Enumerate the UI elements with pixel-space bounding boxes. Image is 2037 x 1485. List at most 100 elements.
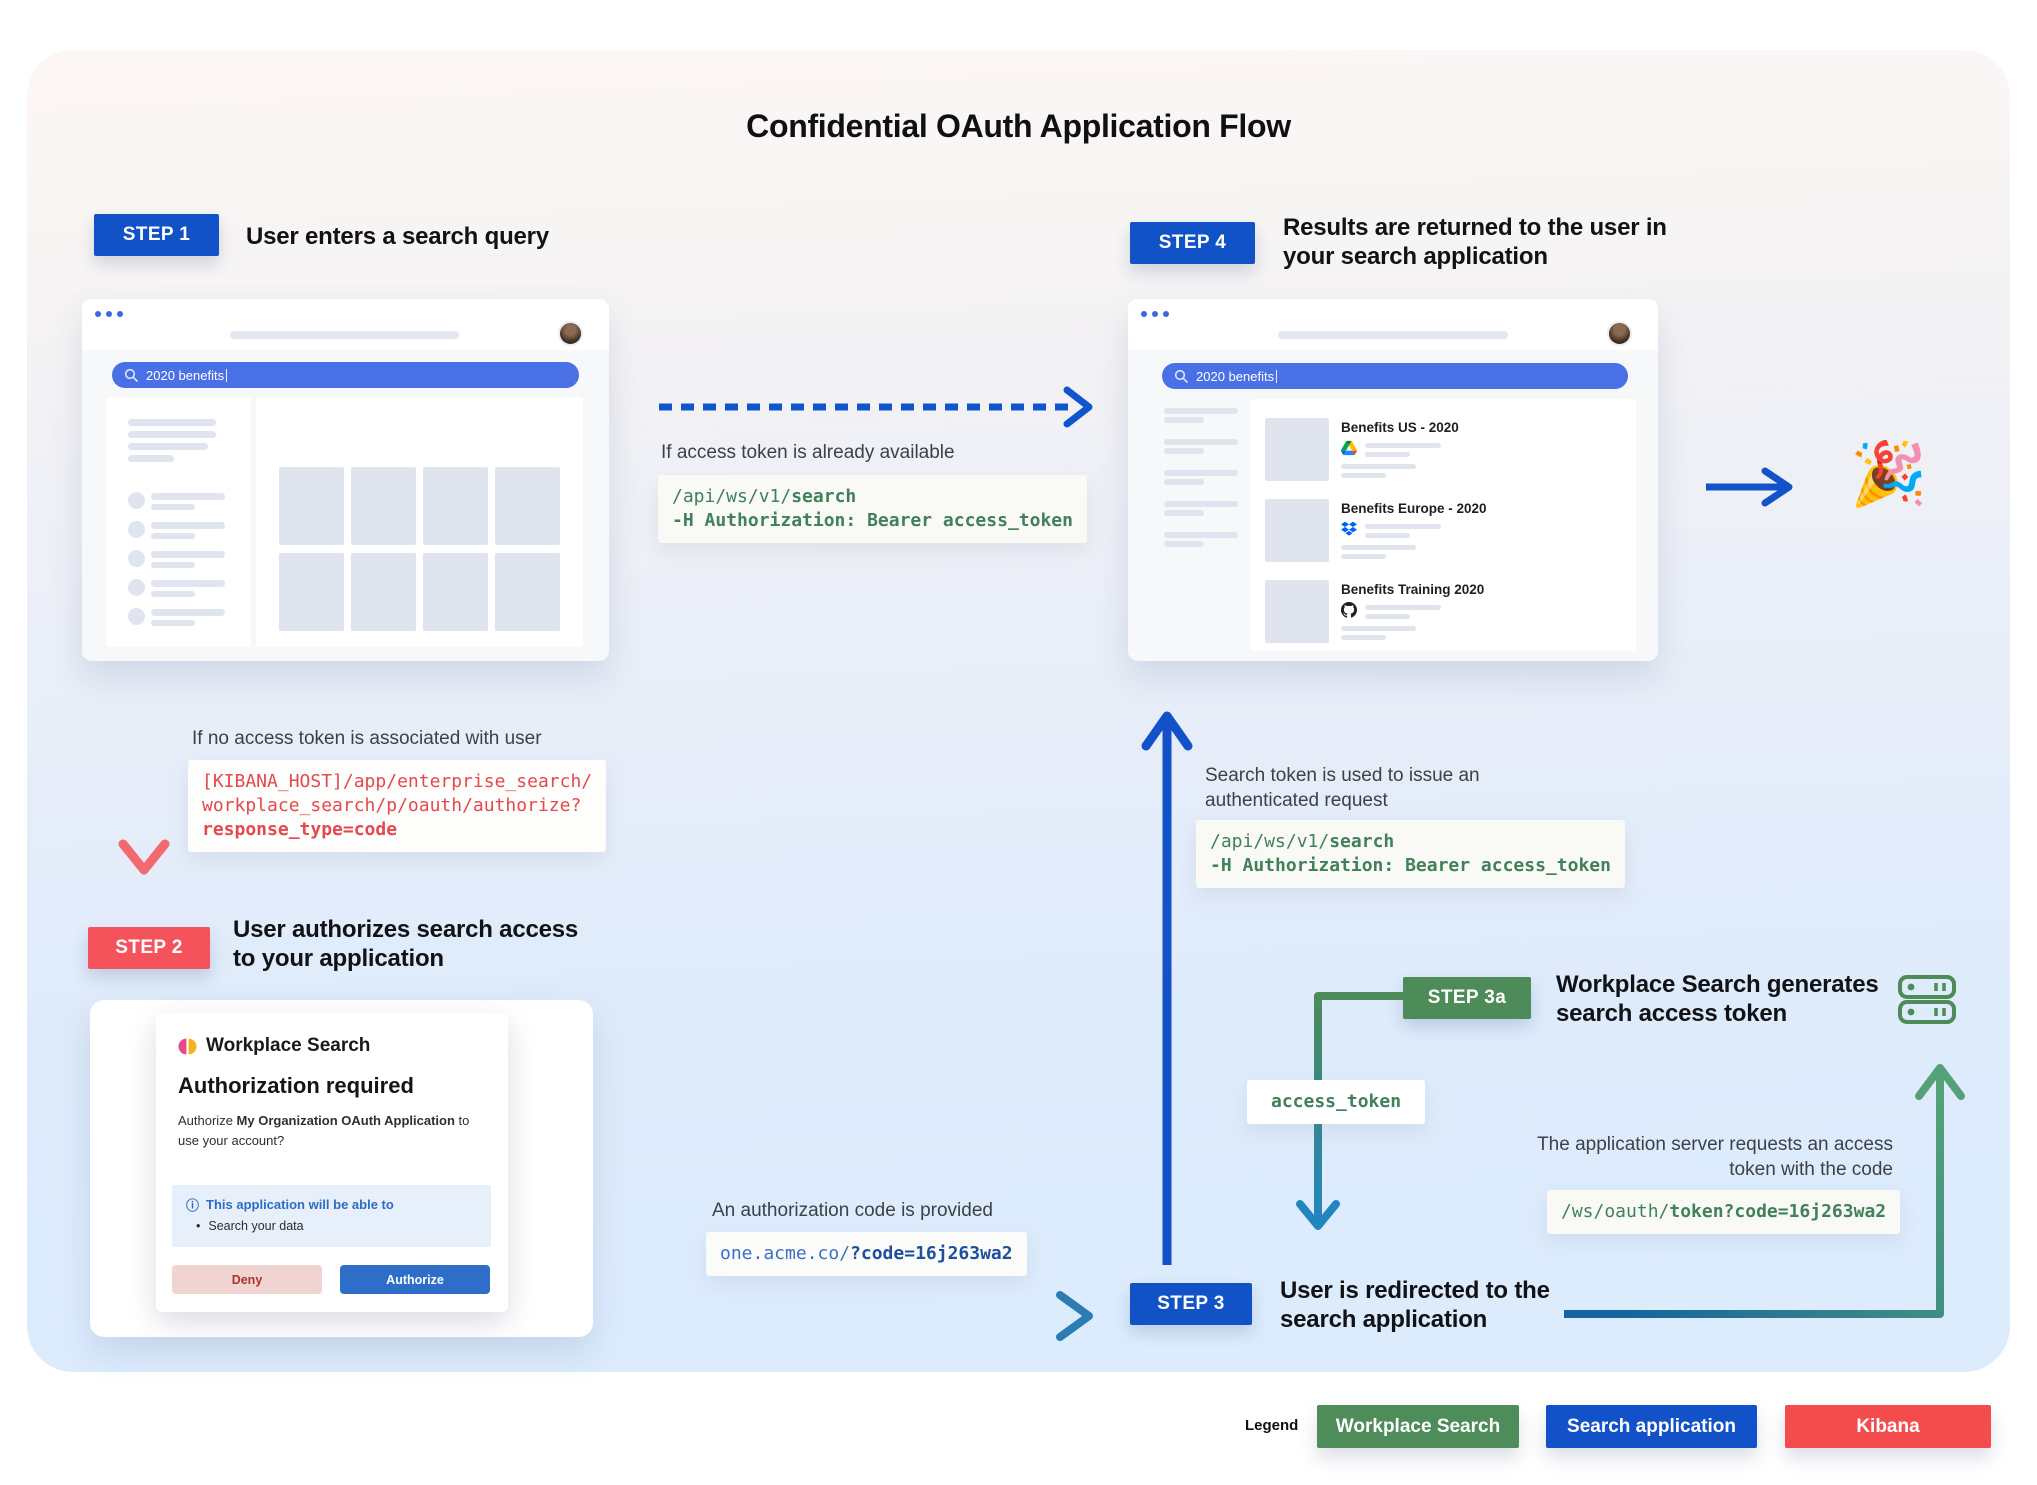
code-text-bold: search: [1329, 831, 1395, 852]
window-dots-icon: [1141, 311, 1169, 317]
results-skeleton-panel: [256, 397, 583, 647]
skeleton-line: [1365, 533, 1410, 538]
app-name: Workplace Search: [206, 1035, 371, 1056]
code-text: /api/ws/v1/: [672, 486, 792, 507]
skeleton-line: [151, 522, 225, 529]
kibana-authorize-code: [KIBANA_HOST]/app/enterprise_search/ wor…: [188, 760, 607, 852]
result-item[interactable]: Benefits Europe - 2020: [1250, 499, 1636, 562]
search-app-window-step4: 2020 benefits Benefits US - 2020: [1128, 299, 1658, 661]
no-token-arrow: [118, 683, 170, 875]
skeleton-line: [128, 419, 216, 426]
skeleton-line: [151, 533, 195, 539]
result-title: Benefits Europe - 2020: [1341, 501, 1487, 516]
step1-label: User enters a search query: [246, 223, 549, 250]
step3a-badge: STEP 3a: [1403, 977, 1531, 1019]
skeleton-circle: [128, 608, 145, 625]
legend-item-kibana: Kibana: [1785, 1405, 1991, 1448]
bullet-icon: •: [196, 1219, 201, 1233]
result-thumbnail: [1265, 580, 1329, 643]
result-item[interactable]: Benefits US - 2020: [1250, 418, 1636, 481]
authorization-window: Workplace Search Authorization required …: [90, 1000, 593, 1337]
address-bar: [230, 331, 459, 339]
success-arrow: [1706, 467, 1793, 507]
dialog-heading: Authorization required: [178, 1073, 414, 1098]
skeleton-line: [1341, 473, 1386, 478]
page-title: Confidential OAuth Application Flow: [746, 108, 1291, 144]
server-icon: [1898, 975, 1956, 1024]
authorize-button[interactable]: Authorize: [340, 1265, 490, 1294]
avatar[interactable]: [1607, 321, 1632, 346]
skeleton-line: [1341, 626, 1416, 631]
dialog-body-text: to use your account?: [178, 1113, 470, 1148]
deny-button[interactable]: Deny: [172, 1265, 322, 1294]
code-text: workplace_search/p/oauth/authorize?: [202, 795, 582, 816]
skeleton-line: [151, 562, 195, 568]
skeleton-line: [128, 431, 216, 438]
legend-item-workplace-search: Workplace Search: [1317, 1405, 1519, 1448]
authorization-dialog: Workplace Search Authorization required …: [156, 1013, 508, 1312]
skeleton-line: [151, 591, 195, 597]
code-text: /api/ws/v1/: [1210, 831, 1330, 852]
address-bar: [1278, 331, 1508, 339]
avatar[interactable]: [558, 321, 583, 346]
workplace-search-brand: Workplace Search: [178, 1035, 370, 1057]
authenticated-request-arrow: [1141, 711, 1193, 1265]
code-text-bold: token?code=16j263wa2: [1669, 1201, 1887, 1222]
skeleton-line: [1341, 554, 1386, 559]
skeleton-line: [151, 620, 195, 626]
code-text-bold: -H Authorization: Bearer access_token: [672, 510, 1073, 531]
skeleton-line: [1164, 408, 1238, 414]
result-title: Benefits US - 2020: [1341, 420, 1459, 435]
skeleton-tile: [279, 467, 344, 545]
skeleton-line: [1164, 417, 1204, 423]
browser-body: 2020 benefits: [82, 350, 609, 661]
step1-badge: STEP 1: [94, 214, 219, 256]
code-text-bold: -H Authorization: Bearer access_token: [1210, 855, 1611, 876]
skeleton-line: [151, 580, 225, 587]
search-input[interactable]: 2020 benefits: [112, 362, 579, 388]
skeleton-line: [151, 504, 195, 510]
search-icon: [1174, 369, 1188, 383]
no-token-note: If no access token is associated with us…: [192, 728, 542, 749]
oauth-app-name: My Organization OAuth Application: [236, 1113, 455, 1128]
skeleton-line: [151, 609, 225, 616]
skeleton-line: [1341, 635, 1386, 640]
text-caret: [226, 368, 228, 382]
skeleton-tile: [423, 553, 488, 631]
result-thumbnail: [1265, 499, 1329, 562]
code-text-bold: access_token: [1271, 1091, 1402, 1112]
search-input[interactable]: 2020 benefits: [1162, 363, 1628, 389]
skeleton-line: [151, 551, 225, 558]
access-token-code: access_token: [1247, 1080, 1426, 1124]
skeleton-line: [1164, 541, 1204, 547]
dropbox-icon: [1341, 521, 1357, 536]
workplace-search-logo-icon: [178, 1038, 197, 1054]
skeleton-line: [1164, 479, 1204, 485]
result-item[interactable]: Benefits Training 2020: [1250, 580, 1636, 643]
search-token-note: Search token is used to issue an authent…: [1205, 765, 1480, 811]
legend-item-search-application: Search application: [1546, 1405, 1757, 1448]
search-query-text: 2020 benefits: [146, 367, 225, 383]
skeleton-circle: [128, 521, 145, 538]
search-icon: [124, 368, 138, 382]
redirect-arrow: [656, 1291, 1093, 1341]
skeleton-tile: [423, 467, 488, 545]
sidebar-skeleton-panel: [106, 397, 251, 647]
skeleton-line: [128, 443, 208, 450]
code-text-bold: search: [791, 486, 857, 507]
skeleton-line: [1164, 532, 1238, 538]
skeleton-tile: [351, 467, 416, 545]
step2-label: User authorizes search access to your ap…: [233, 916, 579, 972]
result-title: Benefits Training 2020: [1341, 582, 1485, 597]
skeleton-circle: [128, 550, 145, 567]
permission-text: Search your data: [208, 1219, 304, 1233]
skeleton-line: [1365, 614, 1410, 619]
info-icon: ⓘ: [186, 1198, 200, 1213]
code-text: [KIBANA_HOST]/app/enterprise_search/: [202, 771, 593, 792]
skeleton-line: [1164, 501, 1238, 507]
text-caret: [1276, 369, 1278, 383]
window-dots-icon: [95, 311, 123, 317]
browser-topbar: [82, 299, 609, 350]
